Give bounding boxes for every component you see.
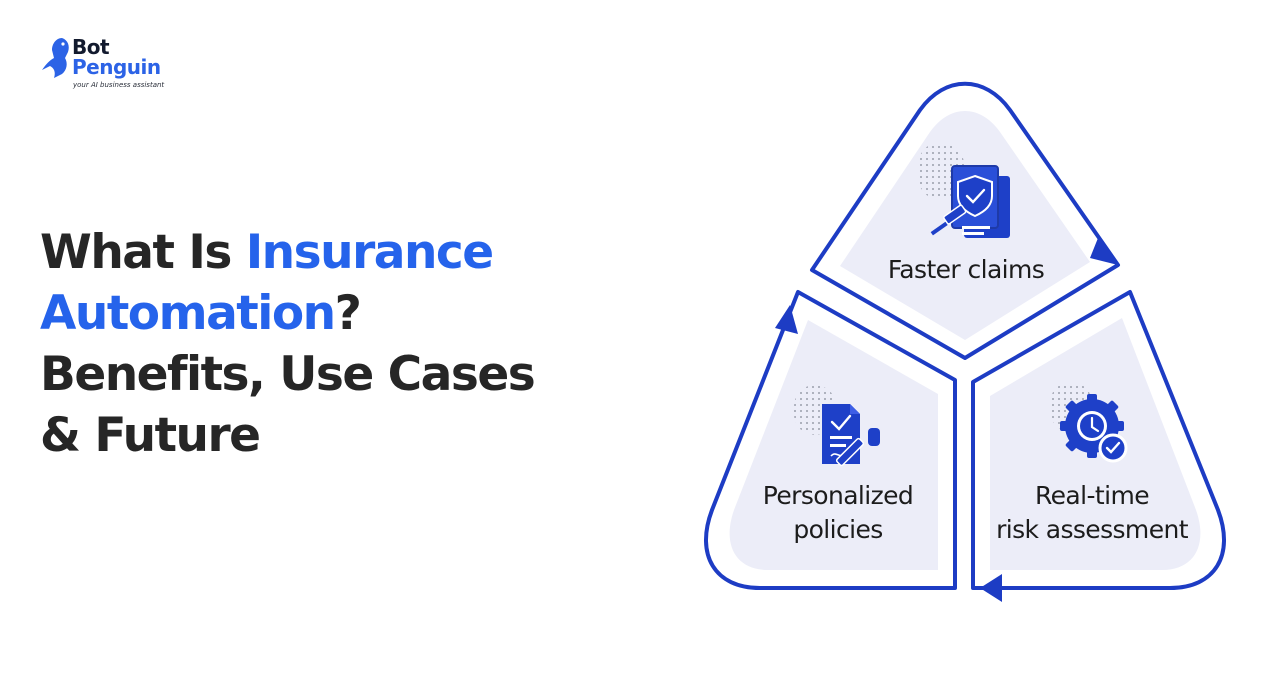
title-line-2: Automation? [40,283,600,344]
title-line-4: & Future [40,408,261,463]
title-line-1: What Is Insurance [40,222,600,283]
brand-tagline: your AI business assistant [73,81,165,89]
arrow-bottom-left [980,574,1002,602]
cycle-svg: Faster claims Personalized policies [704,81,1226,602]
segment-realtime-risk: Real-time risk assessment [971,290,1226,602]
segment-faster-claims: Faster claims [810,81,1120,360]
label-policies: policies [793,515,882,544]
page-title: What Is Insurance Automation? Benefits, … [40,222,600,466]
title-accent-insurance: Insurance [245,225,494,280]
gear-clock-check-icon [1050,382,1128,463]
label-real-time: Real-time [1035,481,1149,510]
penguin-icon [42,38,69,78]
brand-name-line1: Bot [72,35,110,59]
label-faster-claims: Faster claims [888,255,1044,284]
title-text-what-is: What Is [40,225,246,280]
arrow-left-up [775,305,798,334]
shield-document-gavel-icon [918,142,1010,238]
segment-personalized-policies: Personalized policies [704,290,957,590]
brand-logo[interactable]: Bot Penguin your AI business assistant [40,36,180,92]
label-risk-assessment: risk assessment [996,515,1189,544]
arrow-top-right [1090,238,1118,265]
benefits-cycle-diagram: Faster claims Personalized policies [690,60,1240,620]
signed-policy-document-icon [794,385,880,467]
brand-name-line2: Penguin [72,55,161,79]
label-personalized: Personalized [763,481,913,510]
title-question-mark: ? [334,286,362,341]
title-accent-automation: Automation [40,286,336,341]
title-line-3: Benefits, Use Cases [40,347,536,402]
